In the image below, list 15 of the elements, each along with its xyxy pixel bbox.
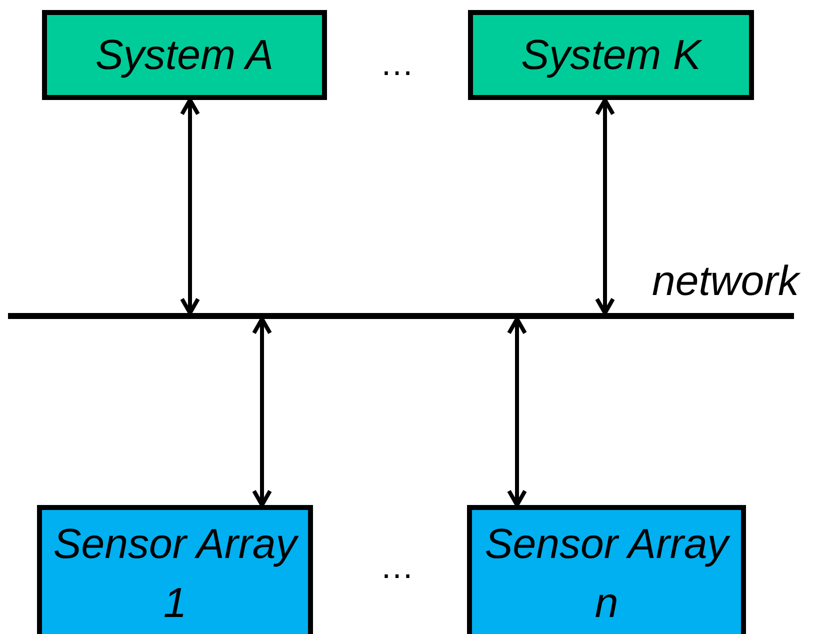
node-label: Sensor Array n bbox=[484, 519, 732, 628]
system-box bbox=[468, 10, 754, 100]
ellipsis: … bbox=[380, 548, 414, 587]
node-label: System A bbox=[95, 30, 274, 80]
double-arrow bbox=[252, 317, 272, 507]
ellipsis: … bbox=[380, 45, 414, 84]
node-label: System K bbox=[521, 30, 701, 80]
double-arrow bbox=[180, 98, 200, 315]
network-label: network bbox=[652, 256, 800, 306]
double-arrow bbox=[595, 98, 615, 315]
double-arrow bbox=[507, 317, 527, 507]
sensor-box bbox=[37, 505, 313, 634]
system-box bbox=[42, 10, 327, 100]
sensor-box bbox=[467, 505, 746, 634]
node-label: Sensor Array 1 bbox=[52, 519, 300, 628]
